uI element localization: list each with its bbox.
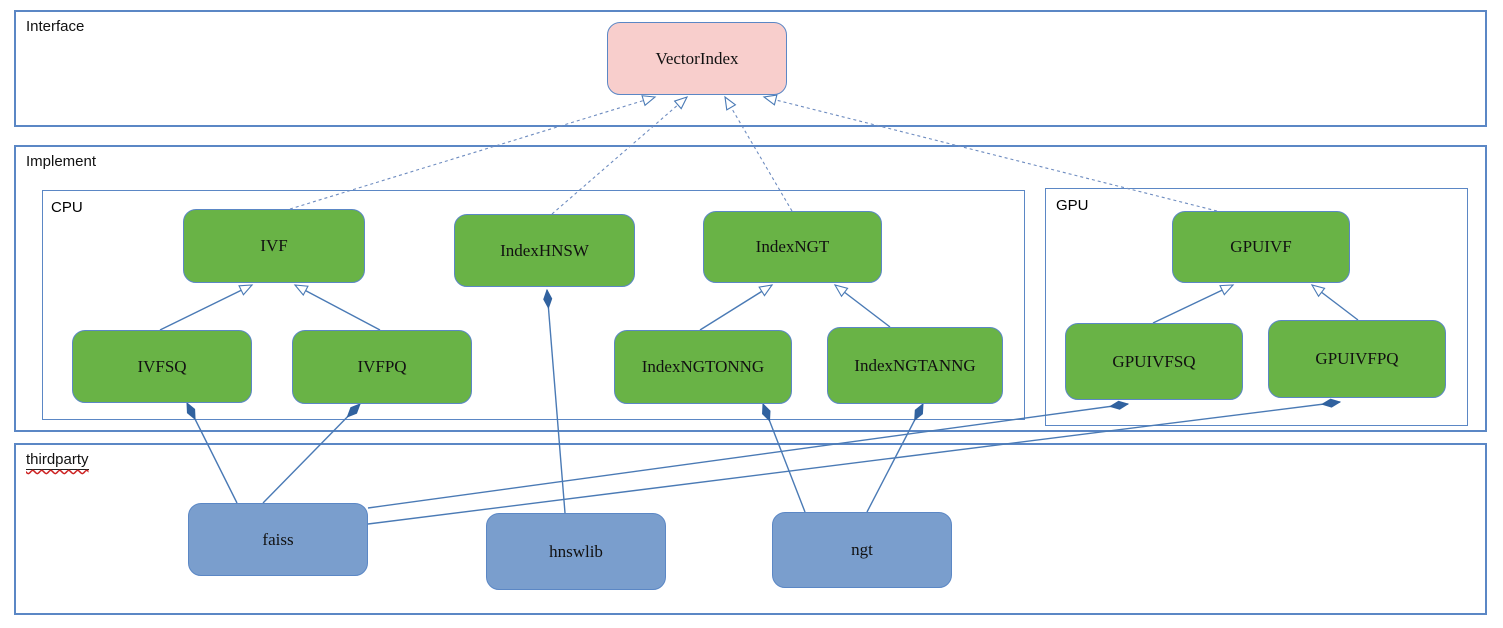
node-ivfpq[interactable]: IVFPQ — [292, 330, 472, 404]
container-thirdparty-label: thirdparty — [26, 451, 89, 470]
node-indexngt[interactable]: IndexNGT — [703, 211, 882, 283]
node-gpuivfpq[interactable]: GPUIVFPQ — [1268, 320, 1446, 398]
node-faiss[interactable]: faiss — [188, 503, 368, 576]
node-gpuivfsq[interactable]: GPUIVFSQ — [1065, 323, 1243, 400]
container-implement-label: Implement — [26, 153, 97, 170]
container-cpu-label: CPU — [51, 199, 83, 216]
container-gpu-label: GPU — [1056, 197, 1089, 214]
node-hnswlib[interactable]: hnswlib — [486, 513, 666, 590]
node-indexhnsw[interactable]: IndexHNSW — [454, 214, 635, 287]
node-vectorindex[interactable]: VectorIndex — [607, 22, 787, 95]
node-ivfsq[interactable]: IVFSQ — [72, 330, 252, 403]
node-indexngtanng[interactable]: IndexNGTANNG — [827, 327, 1003, 404]
node-gpuivf[interactable]: GPUIVF — [1172, 211, 1350, 283]
node-indexngtonng[interactable]: IndexNGTONNG — [614, 330, 792, 404]
node-ngt[interactable]: ngt — [772, 512, 952, 588]
container-interface-label: Interface — [26, 18, 85, 35]
node-ivf[interactable]: IVF — [183, 209, 365, 283]
